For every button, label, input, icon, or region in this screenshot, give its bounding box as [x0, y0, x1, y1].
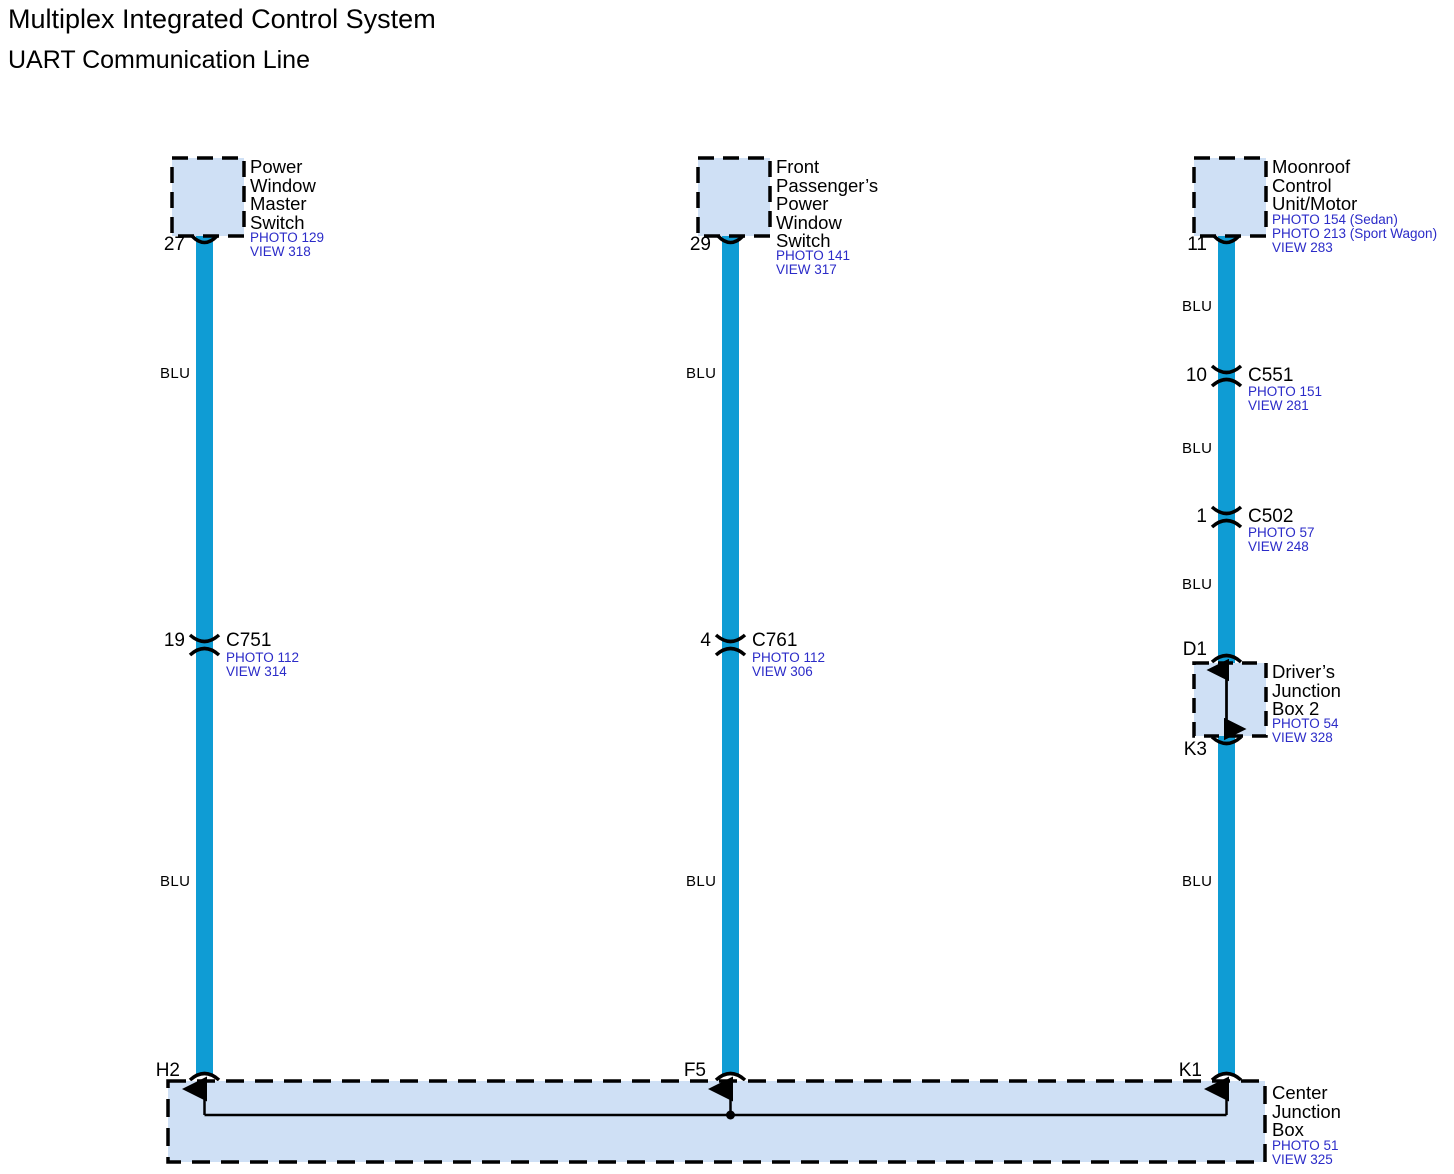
connector-refs-c761: PHOTO 112 VIEW 306: [752, 650, 826, 679]
connector-arc-c502-upper: [1210, 505, 1243, 516]
component-refs-right: PHOTO 154 (Sedan) PHOTO 213 (Sport Wagon…: [1272, 212, 1438, 255]
title-block: Multiplex Integrated Control System UART…: [8, 2, 436, 76]
pin-label-d1: D1: [1182, 639, 1207, 660]
wire-color-label-right-3: BLU: [1182, 576, 1213, 593]
pin-arc-middle-bottom: [714, 1071, 747, 1082]
connector-label-c761: C761: [752, 630, 798, 651]
component-label-center-junction-box: Center Junction Box: [1272, 1082, 1341, 1140]
connector-arc-middle-upper: [714, 633, 747, 644]
wire-color-label-middle-lower: BLU: [686, 873, 717, 890]
pin-label-c551: 10: [1185, 365, 1207, 386]
wire-color-label-left-lower: BLU: [160, 873, 191, 890]
wire-right-lower: [1218, 660, 1235, 1075]
pin-label-middle-top: 29: [689, 234, 711, 255]
connector-arc-left-lower: [188, 646, 221, 657]
wire-color-label-right-1: BLU: [1182, 298, 1213, 315]
connector-refs-c751: PHOTO 112 VIEW 314: [226, 650, 300, 679]
connector-label-c551: C551: [1248, 365, 1294, 386]
component-box-middle: [696, 156, 772, 238]
component-box-left: [170, 156, 246, 238]
connector-arc-middle-lower: [714, 646, 747, 657]
pin-label-c751: 19: [163, 630, 185, 651]
wire-middle: [722, 235, 739, 1075]
pin-label-c502: 1: [1196, 506, 1207, 527]
pin-label-f5: F5: [683, 1060, 706, 1081]
connector-label-c502: C502: [1248, 506, 1294, 527]
drivers-junction-box-2: [1192, 661, 1268, 738]
pin-arc-left-top: [190, 234, 219, 245]
bus-junction-dot-f5: [726, 1110, 735, 1120]
component-label-drivers-junction-box-2: Driver’s Junction Box 2: [1272, 661, 1341, 719]
component-label-power-window-master-switch: Power Window Master Switch: [250, 156, 316, 233]
connector-label-c751: C751: [226, 630, 272, 651]
center-junction-box: [166, 1079, 1267, 1164]
connector-refs-c502: PHOTO 57 VIEW 248: [1248, 525, 1315, 554]
pin-label-left-top: 27: [163, 234, 185, 255]
wire-color-label-left-upper: BLU: [160, 365, 191, 382]
connector-arc-c502-lower: [1210, 518, 1243, 529]
pin-arc-right-top: [1212, 234, 1241, 245]
pin-arc-left-bottom: [188, 1071, 221, 1082]
pin-label-right-top: 11: [1187, 234, 1207, 255]
wire-right-upper: [1218, 235, 1235, 660]
component-label-moonroof-control-unit-motor: Moonroof Control Unit/Motor: [1272, 156, 1358, 214]
component-box-right: [1192, 156, 1268, 238]
pin-label-c761: 4: [700, 630, 711, 651]
pin-label-k3: K3: [1183, 739, 1207, 760]
wire-color-label-right-4: BLU: [1182, 873, 1213, 890]
component-refs-drivers-junction-box-2: PHOTO 54 VIEW 328: [1272, 716, 1339, 745]
page-subtitle: UART Communication Line: [8, 46, 310, 74]
pin-arc-k1: [1210, 1071, 1243, 1082]
wire-color-label-right-2: BLU: [1182, 440, 1213, 457]
page-title: Multiplex Integrated Control System: [8, 4, 436, 34]
pin-label-k1: K1: [1178, 1060, 1202, 1081]
connector-arc-c551-lower: [1210, 377, 1243, 388]
component-label-front-passengers-power-window-switch: Front Passenger’s Power Window Switch: [776, 156, 879, 251]
connector-refs-c551: PHOTO 151 VIEW 281: [1248, 384, 1323, 413]
wire-color-label-middle-upper: BLU: [686, 365, 717, 382]
pin-arc-middle-top: [716, 234, 745, 245]
component-refs-left: PHOTO 129 VIEW 318: [250, 230, 325, 259]
connector-arc-left-upper: [188, 633, 221, 644]
pin-label-h2: H2: [155, 1060, 180, 1081]
wire-left: [196, 235, 213, 1075]
connector-arc-c551-upper: [1210, 364, 1243, 375]
component-refs-middle: PHOTO 141 VIEW 317: [776, 248, 851, 277]
component-refs-center-junction-box: PHOTO 51 VIEW 325: [1272, 1138, 1339, 1167]
